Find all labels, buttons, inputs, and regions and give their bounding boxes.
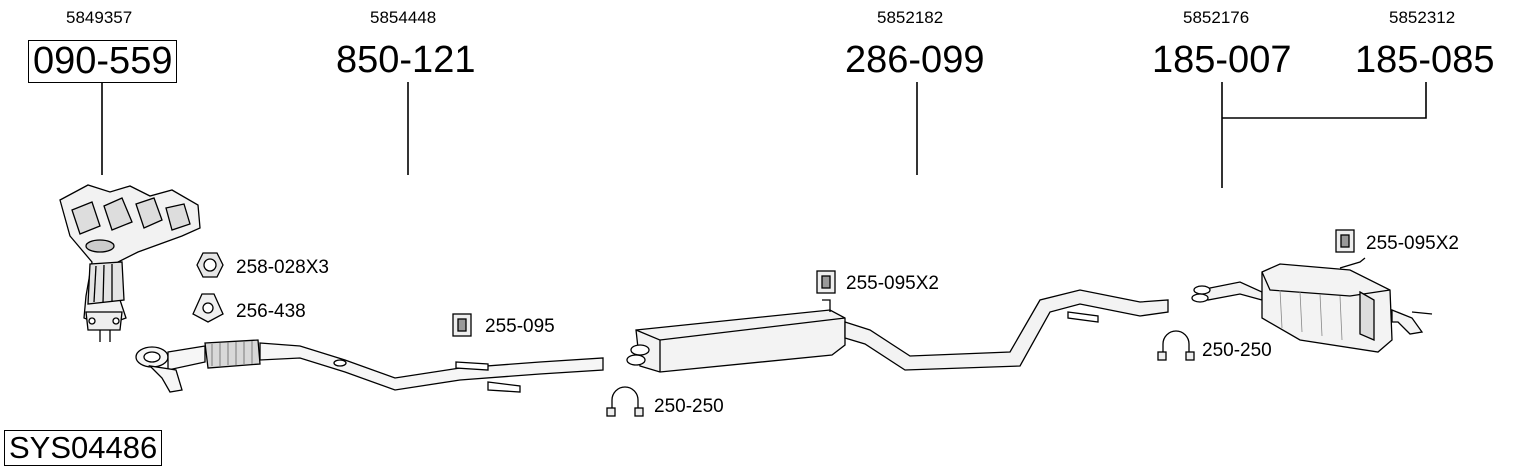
part-number-185-085[interactable]: 185-085 bbox=[1355, 39, 1495, 81]
part-number-850-121[interactable]: 850-121 bbox=[336, 39, 476, 81]
accessory-label-250-250-rear[interactable]: 250-250 bbox=[1202, 340, 1272, 361]
accessory-label-256-438[interactable]: 256-438 bbox=[236, 301, 306, 322]
accessory-label-258-028x3[interactable]: 258-028X3 bbox=[236, 257, 329, 278]
clamp-icon bbox=[1157, 330, 1195, 361]
clamp-icon bbox=[606, 386, 644, 417]
part-number-090-559[interactable]: 090-559 bbox=[28, 40, 178, 83]
accessory-label-255-095x2-rear[interactable]: 255-095X2 bbox=[1366, 233, 1459, 254]
oe-number-090-559: 5849357 bbox=[66, 8, 133, 27]
oe-number-850-121: 5854448 bbox=[370, 8, 437, 27]
front-pipe-drawing bbox=[135, 339, 604, 393]
nut-icon bbox=[196, 252, 224, 278]
gasket-icon bbox=[192, 293, 224, 323]
rear-silencer-drawing bbox=[1191, 257, 1433, 353]
part-number-185-007[interactable]: 185-007 bbox=[1152, 39, 1292, 81]
middle-silencer-drawing bbox=[626, 289, 1169, 373]
accessory-label-255-095[interactable]: 255-095 bbox=[485, 316, 555, 337]
catalytic-converter-drawing bbox=[59, 184, 201, 342]
rubber-mount-icon bbox=[816, 270, 836, 294]
system-code: SYS04486 bbox=[4, 430, 163, 466]
rubber-mount-icon bbox=[452, 313, 472, 337]
part-number-286-099[interactable]: 286-099 bbox=[845, 39, 985, 81]
rubber-mount-icon bbox=[1335, 229, 1355, 253]
accessory-label-250-250[interactable]: 250-250 bbox=[654, 396, 724, 417]
leader-line-185-085 bbox=[1222, 82, 1427, 119]
oe-number-185-007: 5852176 bbox=[1183, 8, 1250, 27]
oe-number-185-085: 5852312 bbox=[1389, 8, 1456, 27]
accessory-label-255-095x2[interactable]: 255-095X2 bbox=[846, 273, 939, 294]
oe-number-286-099: 5852182 bbox=[877, 8, 944, 27]
